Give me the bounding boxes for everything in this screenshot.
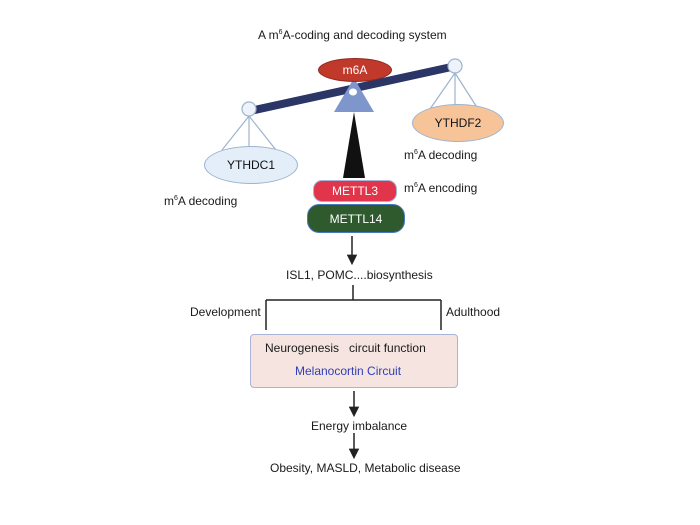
ythdf2-pan: YTHDF2 [412, 104, 504, 142]
development-label: Development [190, 305, 261, 319]
outcome-label: Obesity, MASLD, Metabolic disease [270, 461, 461, 475]
mettl14-badge: METTL14 [307, 204, 405, 233]
right-hanger-string [454, 72, 479, 110]
pivot-hole [349, 88, 357, 96]
left-hanger-ring [241, 101, 257, 117]
mettl3-badge: METTL3 [313, 180, 397, 202]
m6a-oval: m6A [318, 58, 392, 82]
right-hanger-ring [447, 58, 463, 74]
circuit-box: Neurogenesis circuit function Melanocort… [250, 334, 458, 388]
decoding-label-right: m6A decoding [404, 148, 478, 162]
ythdc1-pan: YTHDC1 [204, 146, 298, 184]
circuit-box-line1: Neurogenesis circuit function [265, 341, 426, 355]
encoding-label: m6A encoding [404, 181, 478, 195]
energy-imbalance-label: Energy imbalance [311, 419, 408, 433]
left-hanger-string [248, 115, 277, 151]
adulthood-label: Adulthood [446, 305, 501, 319]
decoding-label-left: m6A decoding [164, 194, 238, 208]
biosynthesis-label: ISL1, POMC....biosynthesis [286, 268, 433, 282]
melanocortin-label: Melanocortin Circuit [295, 364, 402, 378]
left-hanger-string [221, 115, 250, 151]
diagram-title: A m6A-coding and decoding system [258, 28, 447, 42]
balance-stand [343, 112, 365, 178]
right-hanger-string [429, 72, 456, 110]
